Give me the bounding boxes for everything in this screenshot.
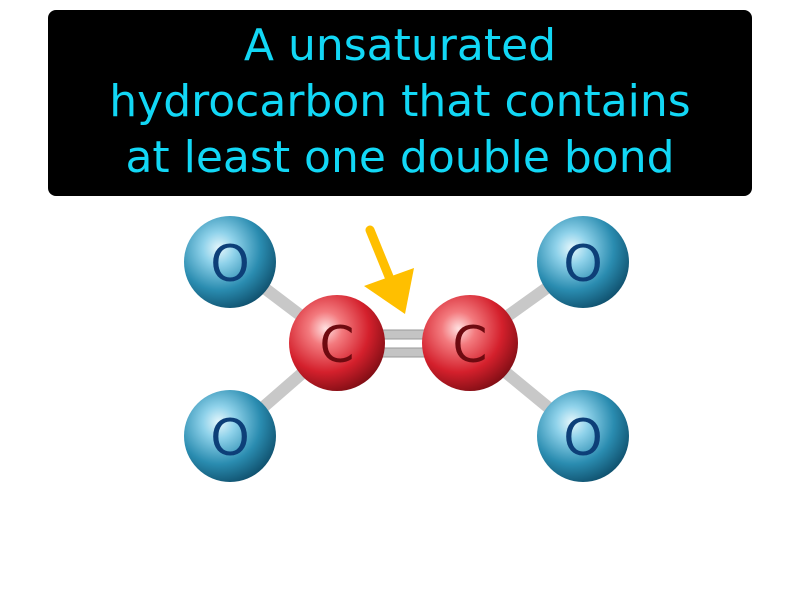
carbon-atom-right: C	[422, 295, 518, 391]
definition-caption: A unsaturated hydrocarbon that contains …	[48, 10, 752, 196]
oxygen-atom-top-right: O	[537, 216, 629, 308]
atom-label: O	[563, 409, 602, 467]
oxygen-atom-bottom-left: O	[184, 390, 276, 482]
atom-label: O	[210, 409, 249, 467]
carbon-atom-left: C	[289, 295, 385, 391]
atom-label: O	[210, 235, 249, 293]
arrow-icon	[364, 225, 414, 314]
atom-label: O	[563, 235, 602, 293]
atom-label: C	[320, 316, 355, 374]
caption-line-2: hydrocarbon that contains	[109, 76, 691, 127]
caption-line-1: A unsaturated	[243, 20, 557, 71]
oxygen-atom-bottom-right: O	[537, 390, 629, 482]
atom-label: C	[453, 316, 488, 374]
oxygen-atom-top-left: O	[184, 216, 276, 308]
caption-line-3: at least one double bond	[125, 132, 675, 183]
